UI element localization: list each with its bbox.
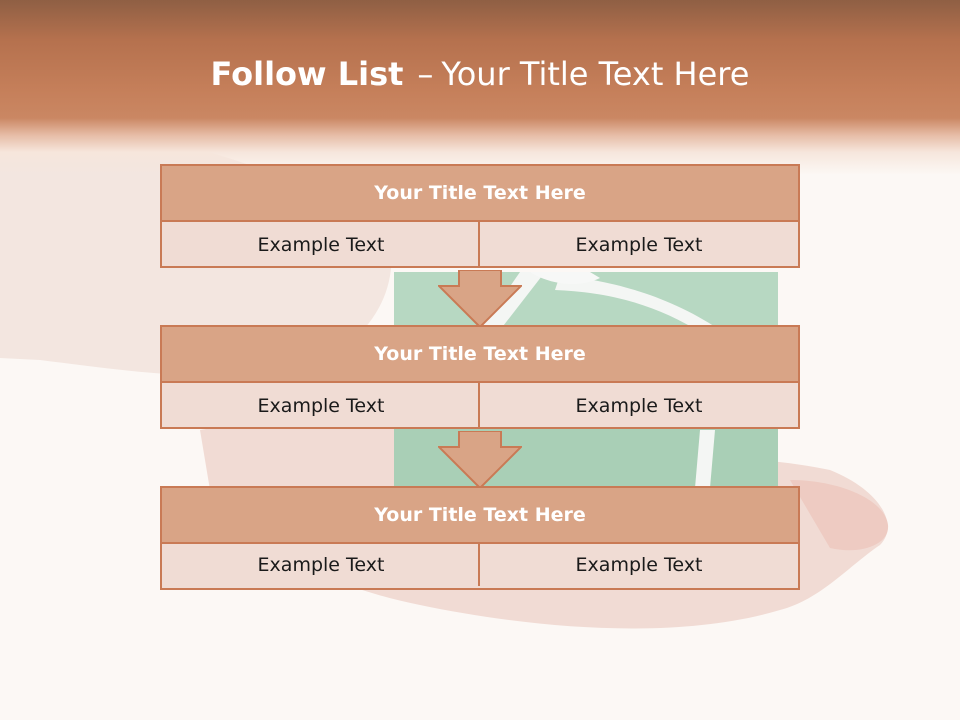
down-arrow-icon: [438, 270, 522, 328]
block-title: Your Title Text Here: [162, 166, 798, 222]
block-cell-left: Example Text: [257, 554, 385, 576]
gift-ribbon-shape: [480, 272, 545, 330]
header-band: [0, 0, 960, 175]
gift-ribbon-shape: [695, 430, 715, 488]
gift-ribbon-shape: [555, 275, 720, 335]
down-arrow-icon: [438, 431, 522, 489]
block-title: Your Title Text Here: [162, 327, 798, 383]
slide-title: Follow List–Your Title Text Here: [0, 52, 960, 96]
block-cell-right: Example Text: [478, 542, 798, 586]
title-rest-part: Your Title Text Here: [441, 55, 750, 93]
block-cell-right: Example Text: [478, 222, 798, 266]
list-block-1: Your Title Text Here Example Text Exampl…: [160, 164, 800, 268]
gift-bow-shape: [530, 272, 600, 285]
block-title: Your Title Text Here: [162, 488, 798, 544]
title-bold-part: Follow List: [210, 55, 404, 93]
title-dash: –: [417, 55, 434, 93]
block-cell-left: Example Text: [257, 234, 385, 256]
finger-shape: [790, 480, 889, 551]
block-cell-left: Example Text: [257, 395, 385, 417]
list-block-2: Your Title Text Here Example Text Exampl…: [160, 325, 800, 429]
list-block-3: Your Title Text Here Example Text Exampl…: [160, 486, 800, 590]
block-cell-right: Example Text: [478, 383, 798, 427]
